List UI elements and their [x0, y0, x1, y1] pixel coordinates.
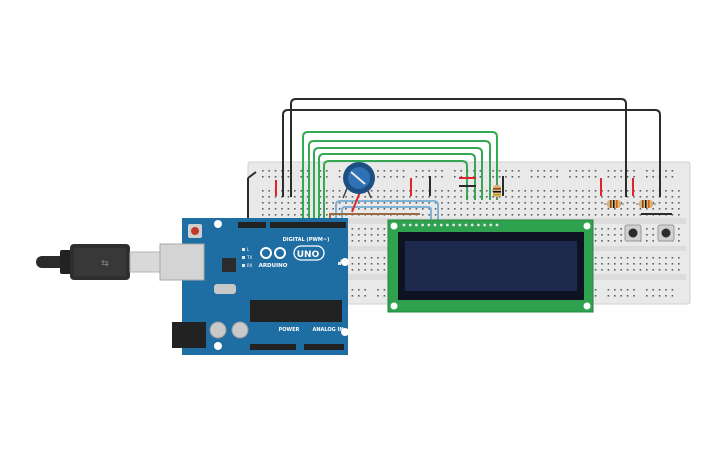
- rx-led-label: RX: [247, 263, 253, 268]
- tx-led-label: TX: [246, 255, 252, 260]
- resistor-icon[interactable]: [636, 200, 656, 208]
- on-led-label: ON: [340, 259, 346, 264]
- resistor-icon[interactable]: [604, 200, 624, 208]
- lcd-pin-header: [402, 223, 499, 227]
- usb-port: [159, 243, 205, 281]
- green-wires: [302, 131, 498, 222]
- model-label: UNO: [297, 250, 320, 260]
- pushbutton-icon[interactable]: [657, 224, 675, 242]
- black-wires: [282, 98, 661, 197]
- analog-header: [304, 344, 344, 350]
- resistor-icon[interactable]: [493, 182, 501, 200]
- digital-header: [270, 222, 346, 228]
- arduino-logo: [260, 245, 325, 261]
- pushbutton-icon[interactable]: [624, 224, 642, 242]
- analog-label: ANALOG IN: [312, 327, 343, 333]
- atmega-chip: [250, 300, 342, 322]
- lcd-screen: [405, 241, 577, 291]
- brand-label: ARDUINO: [259, 263, 288, 269]
- potentiometer-icon[interactable]: [342, 162, 375, 213]
- digital-label: DIGITAL (PWM~): [283, 237, 330, 243]
- usb-cable-icon[interactable]: ⇆: [36, 244, 161, 280]
- power-header: [250, 344, 296, 350]
- arduino-uno-board[interactable]: UNO ARDUINO DIGITAL (PWM~) POWER ANALOG …: [159, 218, 349, 355]
- svg-text:⇆: ⇆: [101, 259, 109, 269]
- power-jack: [172, 322, 206, 348]
- power-label: POWER: [279, 327, 300, 333]
- l-led-label: L: [247, 247, 250, 252]
- lcd-display[interactable]: [387, 219, 594, 313]
